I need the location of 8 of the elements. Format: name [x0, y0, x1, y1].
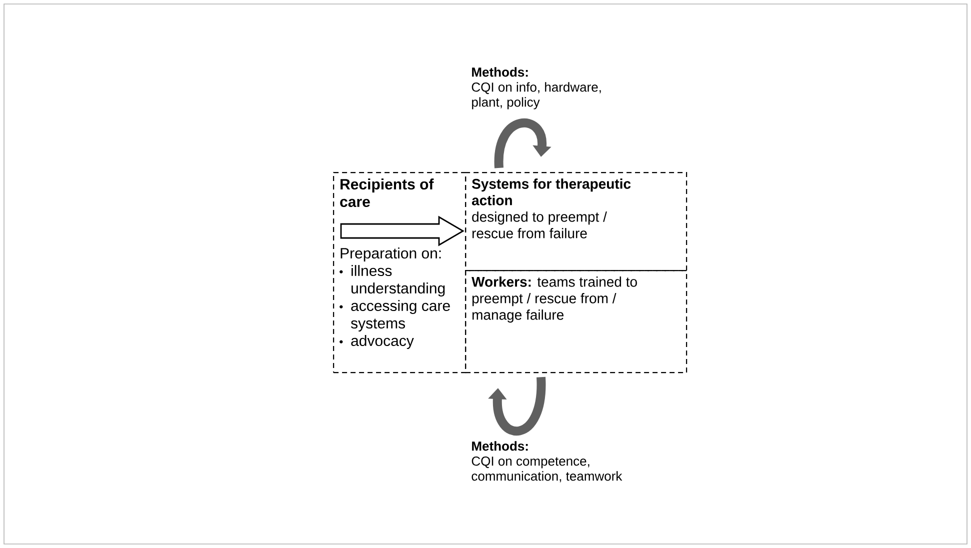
recipients-box: Recipients of care Preparation on: illness understanding accessing care systems advocacy [333, 172, 466, 374]
methods-text: Methods: CQI on info, hardware, plant, policy [472, 67, 601, 110]
workers-box: Workers: teams trained to preempt / rescue from / manage failure [465, 270, 688, 374]
methods-text: Methods: CQI on competence, communication, teamwork [472, 441, 622, 482]
curved-arrow [488, 377, 546, 436]
hollow-arrow [340, 216, 464, 246]
systems-box: Systems for therapeutic action designed to preempt / rescue from failure [465, 172, 688, 272]
curved-arrow [494, 118, 552, 168]
